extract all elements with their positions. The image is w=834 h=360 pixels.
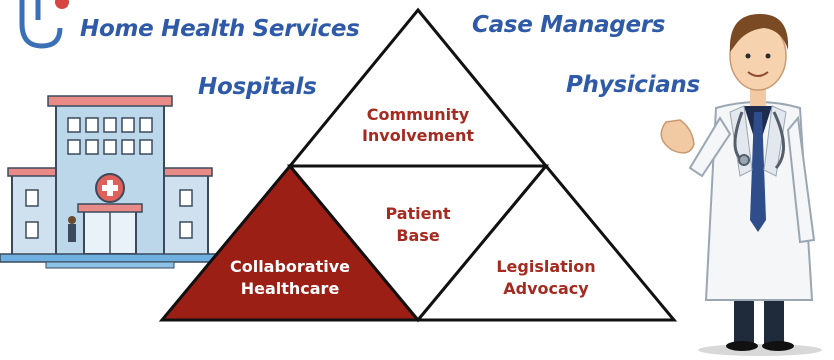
collaborative-text-line2: Healthcare	[241, 279, 340, 298]
patient-text-line1: Patient	[385, 204, 450, 223]
legislation-text-line2: Advocacy	[503, 279, 589, 298]
collaborative-text-line1: Collaborative	[230, 257, 350, 276]
triangle-diagram: Community Involvement Patient Base Colla…	[158, 7, 678, 323]
home-health-services-label: Home Health Services	[80, 16, 360, 42]
community-text-line1: Community	[367, 105, 470, 124]
hospital-building-icon	[0, 95, 221, 269]
stethoscope-icon	[19, 0, 69, 49]
legislation-text-line1: Legislation	[496, 257, 595, 276]
physicians-label: Physicians	[566, 72, 700, 98]
hospitals-label: Hospitals	[198, 74, 317, 100]
doctor-illustration	[660, 14, 822, 356]
case-managers-label: Case Managers	[472, 12, 666, 38]
patient-text-line2: Base	[396, 226, 440, 245]
community-text-line2: Involvement	[362, 126, 474, 145]
right-triangle	[414, 163, 678, 322]
